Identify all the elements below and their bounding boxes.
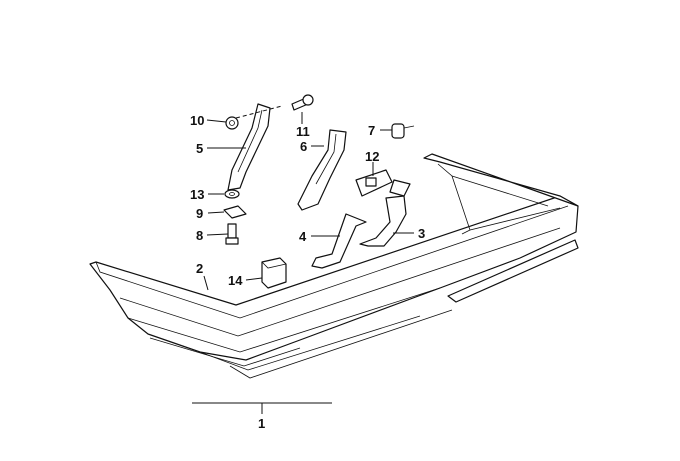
bracket-5 (227, 103, 271, 191)
callout-3: 3 (418, 226, 425, 241)
bracket-4 (311, 213, 367, 269)
bracket-3 (359, 195, 407, 247)
bolt-8 (225, 223, 239, 245)
callout-12: 12 (365, 149, 379, 164)
callouts: 10 11 5 6 7 12 13 9 8 4 3 2 14 1 (190, 113, 425, 431)
callout-6: 6 (300, 139, 307, 154)
clamp-12 (355, 169, 411, 197)
callout-14: 14 (228, 273, 243, 288)
leader-lines (192, 105, 414, 414)
callout-11: 11 (296, 124, 310, 139)
callout-2: 2 (196, 261, 203, 276)
block-14 (261, 257, 287, 289)
clip-7 (391, 123, 415, 139)
callout-7: 7 (368, 123, 375, 138)
callout-5: 5 (196, 141, 203, 156)
screw-11 (291, 94, 314, 111)
plate-9 (223, 205, 247, 219)
callout-13: 13 (190, 187, 204, 202)
washer-13 (224, 189, 240, 199)
callout-8: 8 (196, 228, 203, 243)
bumper-trim (89, 153, 579, 379)
callout-9: 9 (196, 206, 203, 221)
callout-10: 10 (190, 113, 204, 128)
nut-10 (225, 116, 239, 130)
callout-4: 4 (299, 229, 307, 244)
callout-1: 1 (258, 416, 265, 431)
bracket-6 (297, 129, 347, 211)
